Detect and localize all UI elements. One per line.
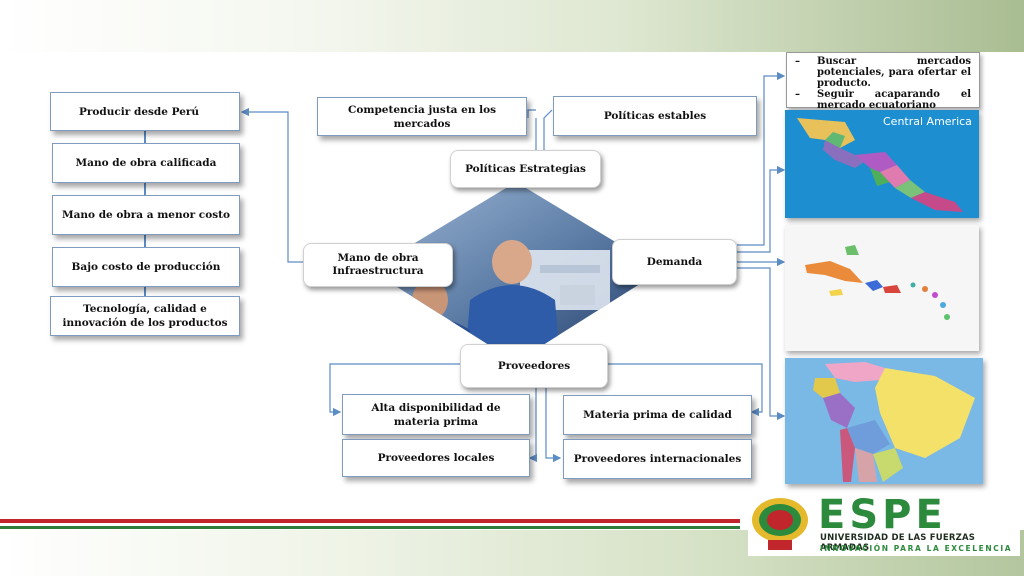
box-alta-disponibilidad: Alta disponibilidad de materia prima	[342, 394, 530, 435]
box-tecnologia-calidad: Tecnología, calidad e innovación de los …	[50, 296, 240, 336]
map-caribbean	[785, 225, 979, 351]
caribbean-map-image	[805, 245, 950, 320]
south-america-map-image	[813, 362, 975, 482]
map-central-america: Central America	[785, 110, 979, 218]
node-proveedores: Proveedores	[460, 344, 608, 388]
note-text: Buscar mercados potenciales, para oferta…	[817, 56, 971, 89]
box-proveedores-internacionales: Proveedores internacionales	[563, 439, 752, 479]
map-label-central-america: Central America	[883, 115, 972, 128]
note-text: Seguir acaparando el mercado ecuatoriano	[817, 89, 971, 111]
box-competencia-justa: Competencia justa en los mercados	[317, 97, 527, 136]
note-item: – Seguir acaparando el mercado ecuatoria…	[795, 89, 971, 111]
header-band	[0, 0, 1024, 52]
node-mano-obra-infraestructura: Mano de obra Infraestructura	[303, 243, 453, 287]
box-proveedores-locales: Proveedores locales	[342, 439, 530, 477]
node-demanda: Demanda	[612, 239, 737, 285]
note-dash: –	[795, 89, 800, 100]
box-materia-prima-calidad: Materia prima de calidad	[563, 395, 752, 435]
espe-university-name: UNIVERSIDAD DE LAS FUERZAS ARMADAS	[820, 533, 976, 553]
espe-wordmark: ESPE	[818, 492, 947, 538]
footer-red-stripe	[0, 519, 740, 523]
node-politicas-estrategias: Políticas Estrategias	[450, 150, 601, 188]
box-bajo-costo-produccion: Bajo costo de producción	[52, 247, 240, 287]
box-politicas-estables: Políticas estables	[553, 96, 757, 136]
box-producir-desde-peru: Producir desde Perú	[50, 92, 240, 131]
espe-crest-icon	[752, 498, 808, 550]
note-item: – Buscar mercados potenciales, para ofer…	[795, 56, 971, 89]
footer-green-stripe	[0, 526, 740, 529]
note-dash: –	[795, 56, 800, 67]
espe-tagline: INNOVACIÓN PARA LA EXCELENCIA	[820, 544, 1013, 553]
box-mano-obra-menor-costo: Mano de obra a menor costo	[52, 195, 240, 235]
box-mano-obra-calificada: Mano de obra calificada	[52, 143, 240, 183]
map-south-america	[785, 358, 983, 484]
central-america-map-image	[797, 118, 963, 212]
demand-notes-box: – Buscar mercados potenciales, para ofer…	[786, 52, 980, 111]
